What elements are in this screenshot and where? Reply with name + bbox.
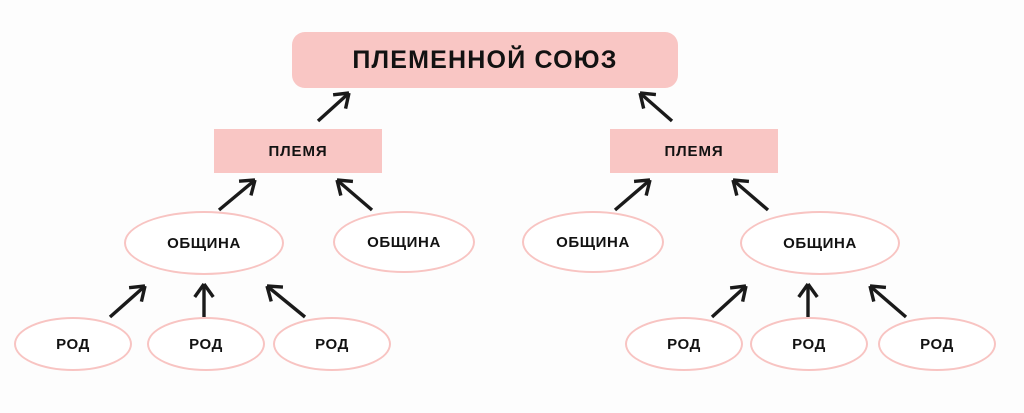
node-clan-5-label: РОД bbox=[792, 335, 826, 353]
node-commune-2[interactable]: ОБЩИНА bbox=[333, 211, 475, 273]
arrow-clan-6-to-commune-4 bbox=[868, 284, 908, 319]
node-clan-1-label: РОД bbox=[56, 335, 90, 353]
node-commune-1-label: ОБЩИНА bbox=[167, 234, 241, 252]
node-clan-5[interactable]: РОД bbox=[750, 317, 868, 371]
node-commune-2-label: ОБЩИНА bbox=[367, 233, 441, 251]
arrow-clan-4-to-commune-4 bbox=[710, 284, 748, 319]
node-clan-6-label: РОД bbox=[920, 335, 954, 353]
node-clan-1[interactable]: РОД bbox=[14, 317, 132, 371]
node-commune-3[interactable]: ОБЩИНА bbox=[522, 211, 664, 273]
arrow-clan-1-to-commune-1 bbox=[108, 284, 147, 319]
node-commune-4[interactable]: ОБЩИНА bbox=[740, 211, 900, 275]
arrow-commune-2-to-tribe-1 bbox=[335, 178, 374, 212]
node-clan-4-label: РОД bbox=[667, 335, 701, 353]
arrow-commune-1-to-tribe-1 bbox=[217, 178, 257, 212]
node-clan-6[interactable]: РОД bbox=[878, 317, 996, 371]
node-tribal-union-label: ПЛЕМЕННОЙ СОЮЗ bbox=[352, 45, 618, 74]
node-tribe-2[interactable]: ПЛЕМЯ bbox=[610, 129, 778, 173]
node-clan-4[interactable]: РОД bbox=[625, 317, 743, 371]
arrow-tribe-1-to-union bbox=[316, 91, 351, 123]
arrow-commune-4-to-tribe-2 bbox=[731, 178, 770, 212]
node-commune-1[interactable]: ОБЩИНА bbox=[124, 211, 284, 275]
arrow-clan-5-to-commune-4 bbox=[797, 283, 819, 317]
node-commune-4-label: ОБЩИНА bbox=[783, 234, 857, 252]
arrow-clan-3-to-commune-1 bbox=[265, 284, 307, 319]
arrow-tribe-2-to-union bbox=[638, 91, 674, 123]
node-tribe-1[interactable]: ПЛЕМЯ bbox=[214, 129, 382, 173]
node-commune-3-label: ОБЩИНА bbox=[556, 233, 630, 251]
arrow-commune-3-to-tribe-2 bbox=[613, 178, 652, 212]
node-clan-2-label: РОД bbox=[189, 335, 223, 353]
node-tribe-2-label: ПЛЕМЯ bbox=[664, 142, 724, 160]
node-tribe-1-label: ПЛЕМЯ bbox=[268, 142, 328, 160]
node-clan-2[interactable]: РОД bbox=[147, 317, 265, 371]
node-clan-3[interactable]: РОД bbox=[273, 317, 391, 371]
node-clan-3-label: РОД bbox=[315, 335, 349, 353]
arrow-clan-2-to-commune-1 bbox=[193, 283, 215, 317]
node-tribal-union[interactable]: ПЛЕМЕННОЙ СОЮЗ bbox=[292, 32, 678, 88]
